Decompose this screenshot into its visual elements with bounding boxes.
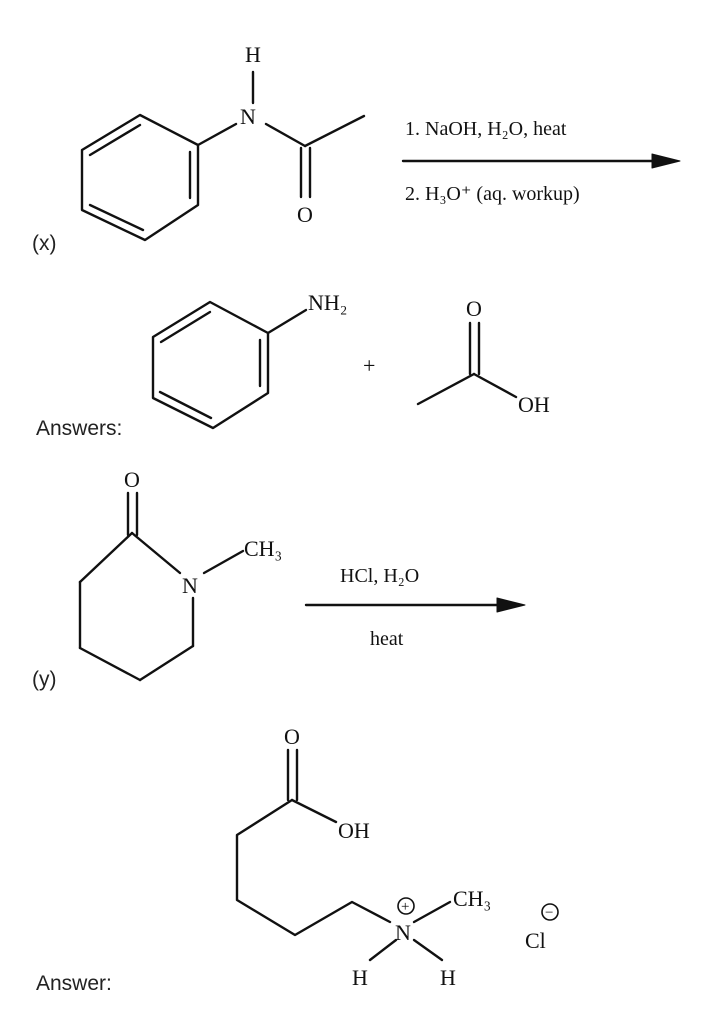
- condition-step-2: 2. H₃O⁺ (aq. workup): [405, 183, 580, 205]
- bond-c-n: [130, 531, 182, 575]
- bond-c-ch3: [303, 114, 366, 148]
- product-aniline: NH₂: [151, 290, 347, 430]
- ring-double-bond: [88, 123, 142, 157]
- ring-bond: [78, 646, 142, 682]
- ring-double-bond: [158, 390, 213, 420]
- bond-ring-n: [196, 122, 238, 147]
- product-ammonium-acid: O OH N CH₃ H H + Cl −: [235, 724, 559, 990]
- bond-ring-nh2: [266, 308, 308, 335]
- bond-n-ch3: [412, 900, 452, 924]
- reactant-y-lactam: O N CH₃: [78, 467, 282, 682]
- answers-label: Answers:: [36, 417, 123, 440]
- atom-o: O: [466, 296, 482, 321]
- chloride-counterion: Cl: [525, 928, 546, 953]
- bond-c-oh: [472, 372, 518, 399]
- reaction-label-x: (x): [32, 232, 57, 255]
- negative-charge-icon: −: [541, 903, 559, 921]
- reaction-arrow-x: [401, 153, 681, 169]
- answer-label: Answer:: [36, 972, 112, 995]
- positive-charge-icon: +: [397, 897, 415, 915]
- svg-text:+: +: [401, 899, 409, 915]
- ring-double-bond: [88, 203, 145, 232]
- atom-o: O: [124, 467, 140, 492]
- ring-bond: [78, 531, 134, 584]
- reaction-arrow-y: [304, 597, 526, 613]
- atom-h: H: [245, 42, 261, 67]
- atom-o: O: [297, 202, 313, 227]
- product-acetic-acid: O OH: [416, 296, 550, 417]
- carbon-chain: [235, 798, 392, 937]
- atom-n: N: [395, 920, 411, 945]
- atom-o: O: [284, 724, 300, 749]
- bond-n-ch3: [202, 549, 245, 575]
- atom-n: N: [182, 573, 198, 598]
- bond-c-oh: [290, 798, 338, 824]
- plus-sign: +: [363, 353, 375, 378]
- reactant-x-acetanilide: H N O: [80, 42, 366, 242]
- hydroxyl-group: OH: [338, 818, 370, 843]
- atom-h-left: H: [352, 965, 368, 990]
- methyl-group: CH₃: [244, 536, 282, 561]
- ring-double-bond: [159, 310, 212, 344]
- reaction-label-y: (y): [32, 668, 57, 691]
- atom-n: N: [240, 104, 256, 129]
- svg-text:−: −: [545, 905, 553, 921]
- condition-below: heat: [370, 628, 404, 650]
- bond-n-c: [264, 122, 307, 148]
- hydroxyl-group: OH: [518, 392, 550, 417]
- ring-bond: [138, 644, 195, 682]
- condition-step-1: 1. NaOH, H₂O, heat: [405, 118, 567, 140]
- condition-above: HCl, H₂O: [340, 565, 419, 587]
- amino-group: NH₂: [308, 290, 347, 315]
- bond-ch3-c: [416, 372, 476, 406]
- methyl-group: CH₃: [453, 886, 491, 911]
- bond-n-h-left: [368, 938, 398, 962]
- atom-h-right: H: [440, 965, 456, 990]
- benzene-ring: [80, 113, 200, 242]
- benzene-ring: [151, 300, 270, 430]
- bond-n-h-right: [412, 938, 444, 962]
